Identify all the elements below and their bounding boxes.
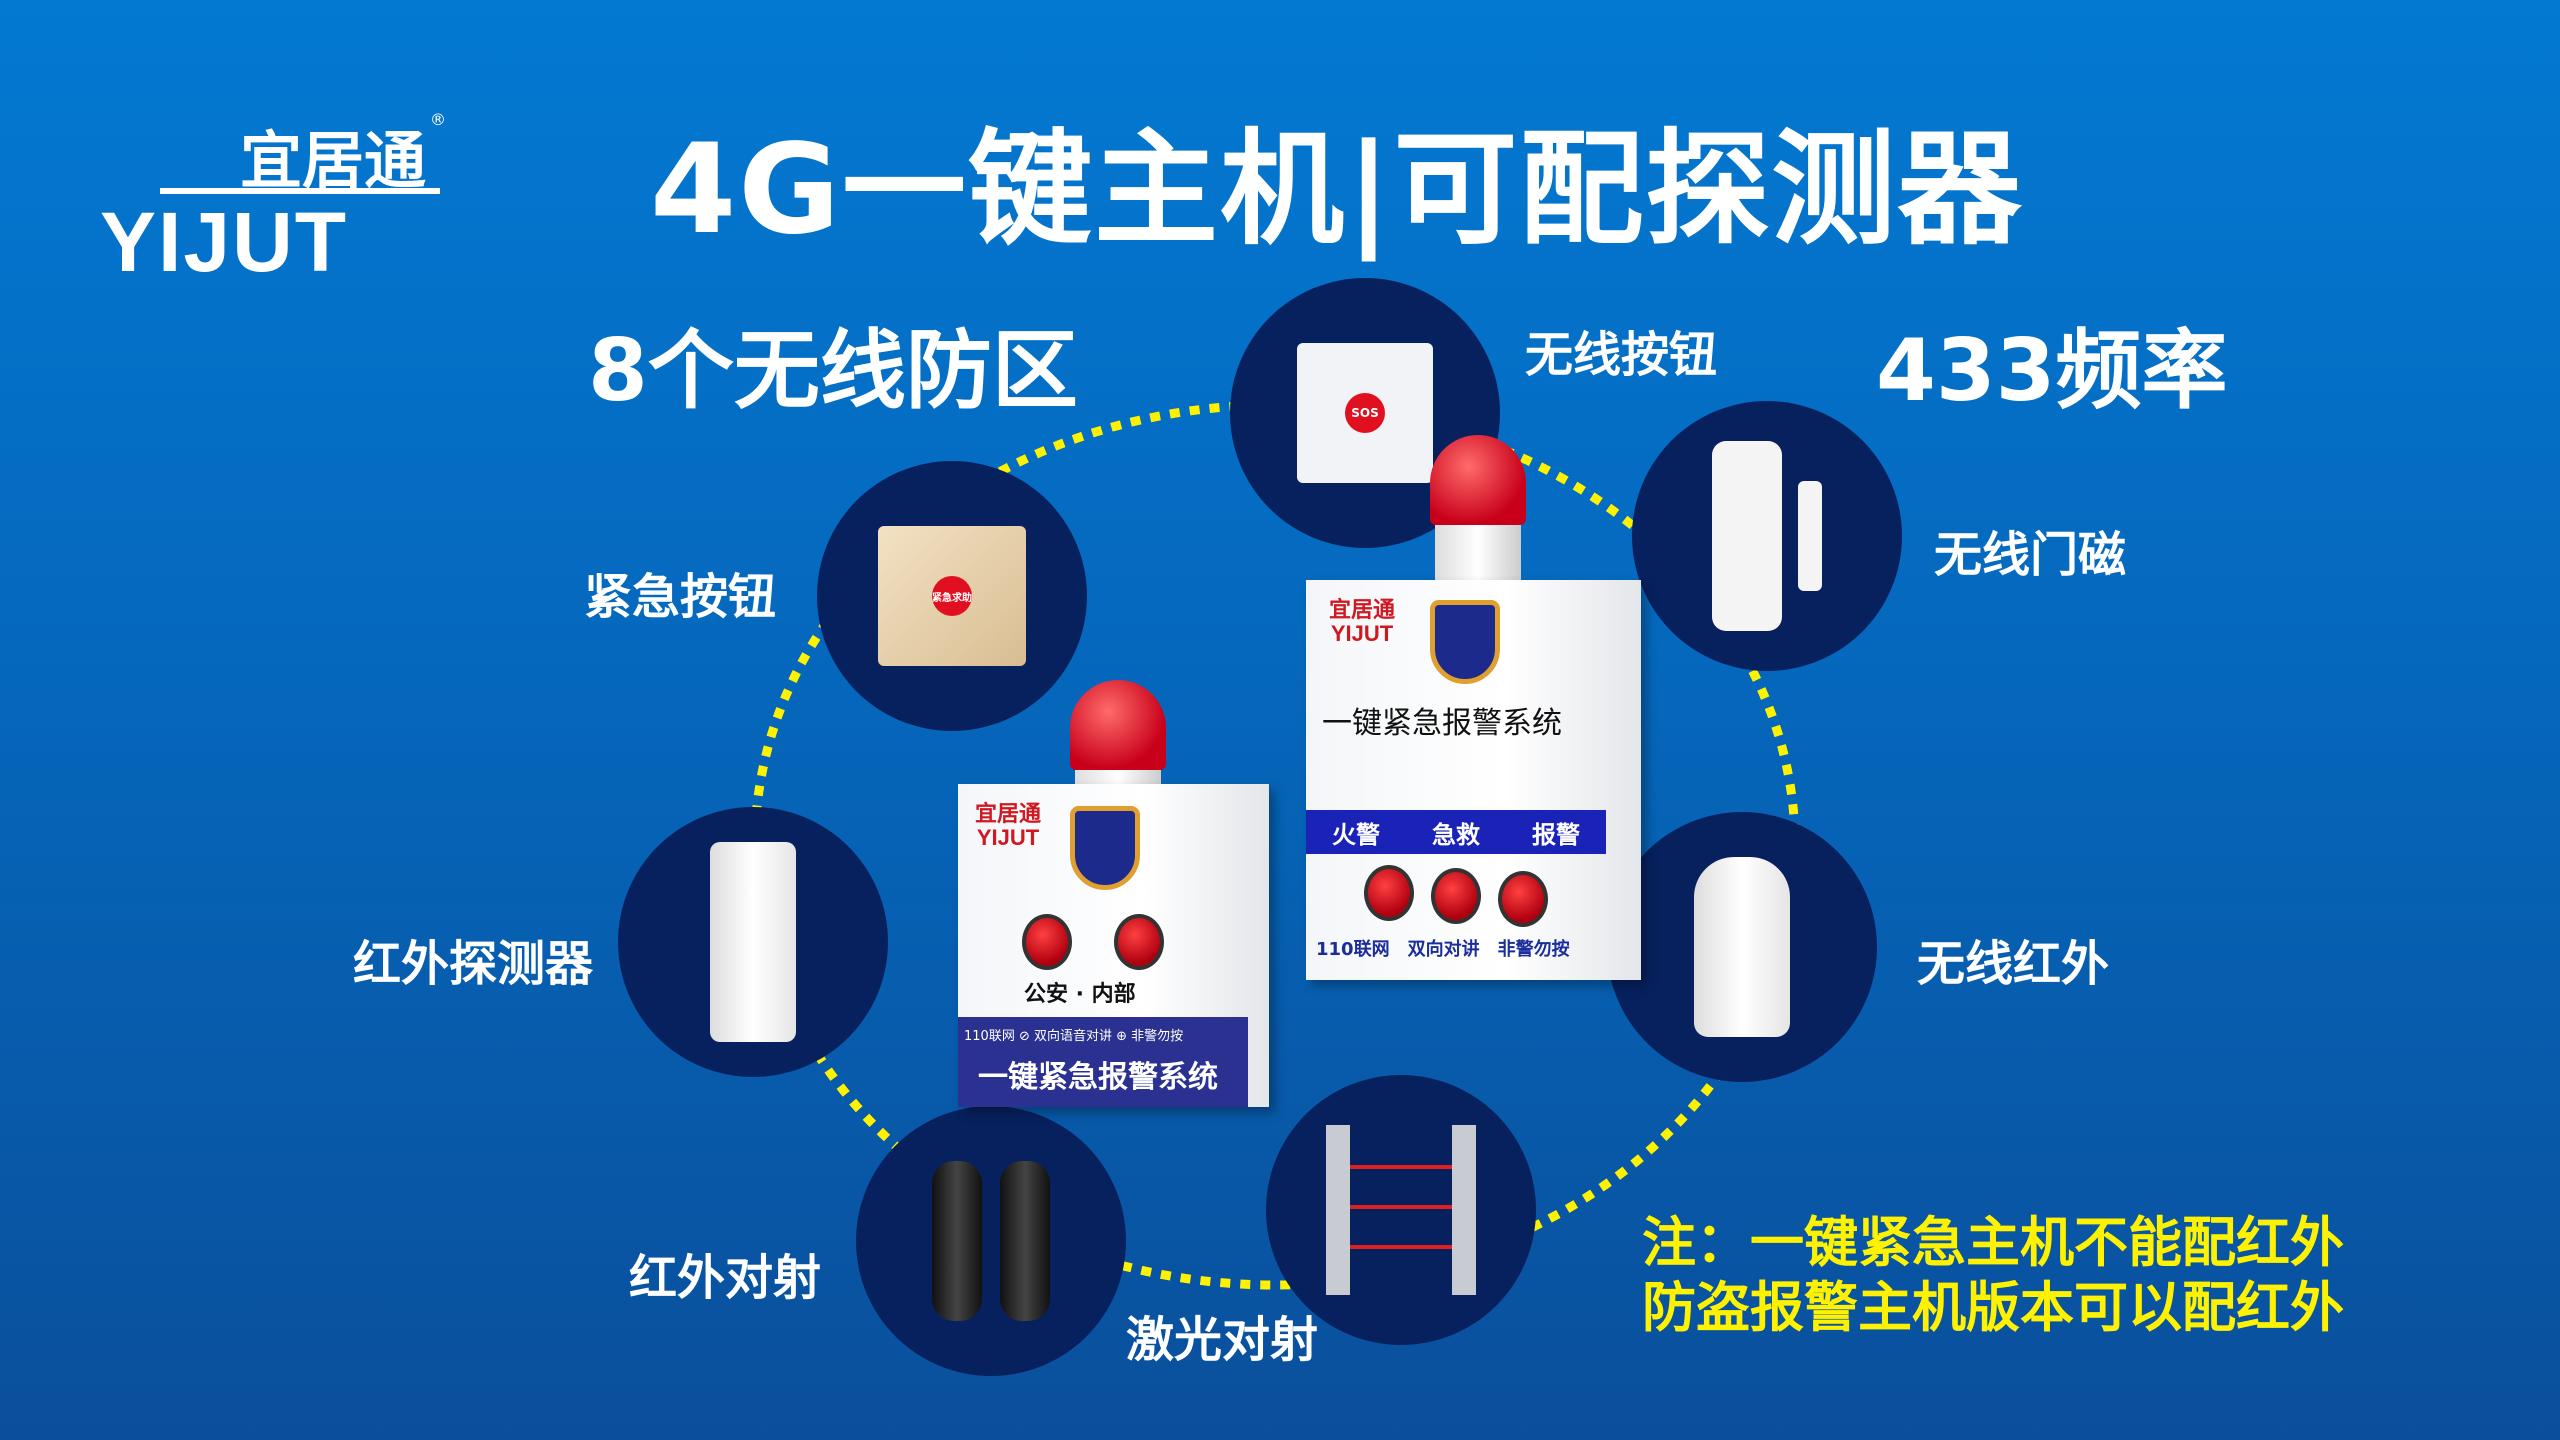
label-wireless-button: 无线按钮 xyxy=(1525,327,1718,383)
host-brand: 宜居通 YIJUT xyxy=(974,801,1041,850)
host-brand: 宜居通 YIJUT xyxy=(1328,597,1395,646)
police-button[interactable] xyxy=(1022,914,1072,970)
emergency-button-icon: 紧急求助 xyxy=(878,526,1026,666)
note-line-1: 注：一键紧急主机不能配红外 xyxy=(1642,1211,2344,1274)
note-line-2: 防盗报警主机版本可以配红外 xyxy=(1642,1276,2344,1339)
detector-pir xyxy=(618,807,888,1077)
pir-detector-icon xyxy=(710,842,796,1042)
brand-logo: 宜居通 ® YIJUT xyxy=(100,110,446,289)
fire-alarm-button[interactable] xyxy=(1364,865,1414,921)
sos-button-icon: SOS xyxy=(1297,343,1433,483)
internal-button[interactable] xyxy=(1114,914,1164,970)
laser-beam-icon xyxy=(1326,1125,1476,1295)
page-title: 4G一键主机|可配探测器 xyxy=(650,118,2024,262)
police-emblem-icon xyxy=(1070,806,1140,890)
label-emergency-button: 紧急按钮 xyxy=(584,569,777,625)
detector-emergency-button: 紧急求助 xyxy=(817,461,1087,731)
ambulance-button[interactable] xyxy=(1431,868,1481,924)
label-door-sensor: 无线门磁 xyxy=(1934,527,2127,583)
door-sensor-icon xyxy=(1712,441,1822,631)
detector-laser-beam xyxy=(1266,1075,1536,1345)
feature-frequency: 433频率 xyxy=(1876,321,2228,421)
host-left: 宜居通 YIJUT 公安 · 内部 110联网 ⊘ 双向语音对讲 ⊕ 非警勿按 … xyxy=(958,784,1269,1107)
label-wireless-pir: 无线红外 xyxy=(1917,936,2110,992)
siren-icon xyxy=(1430,435,1526,585)
detector-infrared-beam xyxy=(856,1106,1126,1376)
police-button[interactable] xyxy=(1498,871,1548,927)
detector-door-sensor xyxy=(1632,401,1902,671)
wireless-pir-icon xyxy=(1694,857,1790,1037)
police-emblem-icon xyxy=(1430,600,1500,684)
host-right: 宜居通 YIJUT 一键紧急报警系统 火警 急救 报警 110联网 双向对讲 非… xyxy=(1306,580,1641,980)
label-infrared-beam: 红外对射 xyxy=(629,1250,822,1306)
feature-zones: 8个无线防区 xyxy=(588,321,1078,421)
detector-wireless-pir xyxy=(1607,812,1877,1082)
label-laser-beam: 激光对射 xyxy=(1126,1312,1319,1368)
infrared-beam-icon xyxy=(932,1161,1050,1321)
label-pir: 红外探测器 xyxy=(353,936,594,992)
